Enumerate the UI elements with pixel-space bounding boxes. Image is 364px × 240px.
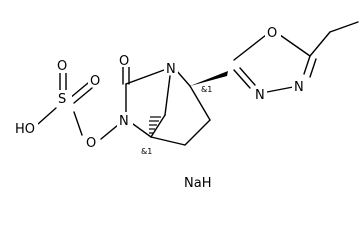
atom-o-sulfonyl-top: O [57,59,67,74]
bond-oester-s [73,111,83,136]
bond-nbridge-c2 [175,69,191,87]
ethyl-bond-1 [309,31,331,57]
atom-n-oxadiazole-lower: N [255,88,265,103]
atom-n-ring: N [119,114,129,129]
atom-o-ester: O [86,136,96,151]
ox-bond-n-c-b [239,67,256,86]
bond-nbridge-ch2 [164,75,171,116]
atom-o-sulfonyl-right: O [90,74,100,89]
stereo-label-c2: &1 [201,85,212,94]
ox-bond-o-c [279,34,311,57]
bond-ch2-c5 [150,114,166,138]
atom-n-bridge: N [166,62,176,77]
bond-nring-oester [100,124,119,140]
ox-bond-c-o [233,34,267,61]
ox-bond-c-n-upper-a [303,55,311,75]
s-o-right-double-a [69,82,89,99]
atom-sulfur: S [58,92,66,107]
ox-bond-n-n [266,86,294,93]
bicyclic-core-bonds [37,66,211,146]
bond-c5-nring [132,123,152,138]
wedge-bond-c2-oxadiazole [190,71,228,86]
s-o-right-double-b [73,87,93,104]
oxadiazole-ring-bonds [233,21,359,93]
atom-hydroxyl: HO [15,122,35,137]
hashed-bond-c5 [149,116,161,134]
counterion-label: NaH [184,176,211,191]
ethyl-bond-2 [329,21,359,33]
ox-bond-c-n-upper-b [309,58,317,78]
bond-carbonyl-nbridge [125,69,165,85]
stereo-label-c5: &1 [141,147,152,156]
atom-o-carbonyl: O [119,54,129,69]
bond-c3-c4 [184,119,211,146]
atom-o-oxadiazole: O [267,26,277,41]
ox-bond-n-c-a [233,69,251,89]
bond-s-oh [37,107,57,125]
bond-c2-c3 [189,85,211,121]
atom-n-oxadiazole-upper: N [294,80,304,95]
chemical-structure-diagram: O N N O S O O HO O N N &1 &1 NaH [14,21,359,191]
atom-labels: O N N O S O O HO O N N [14,25,306,151]
bond-c4-c5 [150,136,186,146]
